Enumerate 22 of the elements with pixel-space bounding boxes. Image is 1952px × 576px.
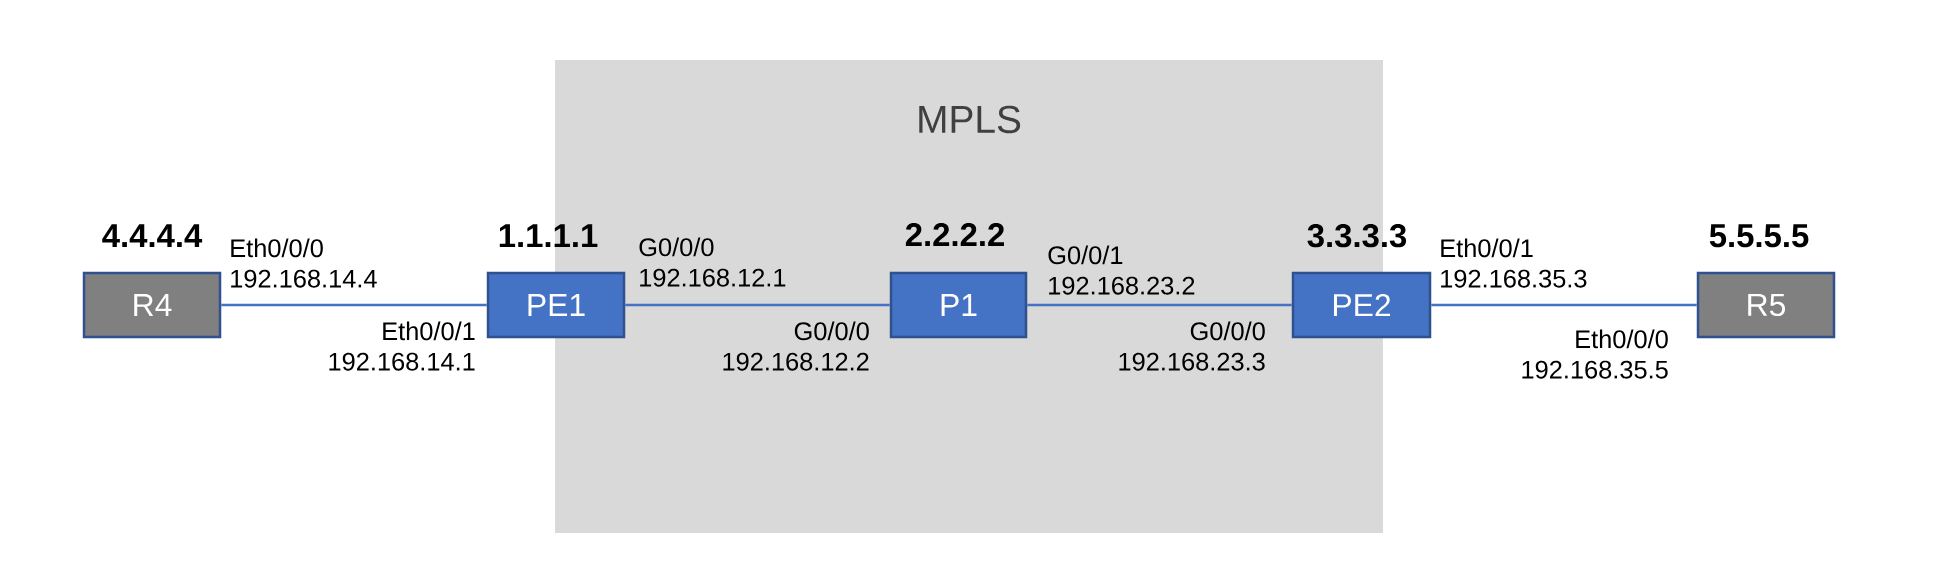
interface-label: G0/0/1 192.168.23.2 bbox=[1048, 245, 1195, 295]
router-box: P1 bbox=[889, 271, 1028, 339]
address-label: 3.3.3.3 bbox=[1307, 224, 1407, 248]
interface-label: G0/0/0 192.168.23.3 bbox=[1119, 321, 1265, 371]
link-line bbox=[1431, 303, 1697, 307]
interface-label: Eth0/0/1 192.168.35.3 bbox=[1441, 238, 1587, 288]
address-label: 4.4.4.4 bbox=[102, 224, 203, 247]
link-line bbox=[1027, 303, 1292, 307]
router-box: PE1 bbox=[486, 271, 626, 339]
interface-label: G0/0/0 192.168.12.2 bbox=[723, 321, 869, 371]
address-label: 2.2.2.2 bbox=[905, 223, 1004, 246]
address-label: 5.5.5.5 bbox=[1709, 224, 1809, 248]
router-box: R5 bbox=[1696, 271, 1836, 339]
link-line bbox=[625, 303, 890, 307]
address-label: 1.1.1.1 bbox=[499, 224, 598, 247]
interface-label: Eth0/0/0 192.168.35.5 bbox=[1522, 329, 1668, 379]
interface-label: G0/0/0 192.168.12.1 bbox=[639, 237, 786, 287]
interface-label: Eth0/0/0 192.168.14.4 bbox=[231, 238, 377, 288]
router-box: PE2 bbox=[1291, 271, 1432, 339]
link-line bbox=[221, 303, 487, 307]
interface-label: Eth0/0/1 192.168.14.1 bbox=[329, 321, 475, 371]
router-box: R4 bbox=[82, 271, 222, 339]
